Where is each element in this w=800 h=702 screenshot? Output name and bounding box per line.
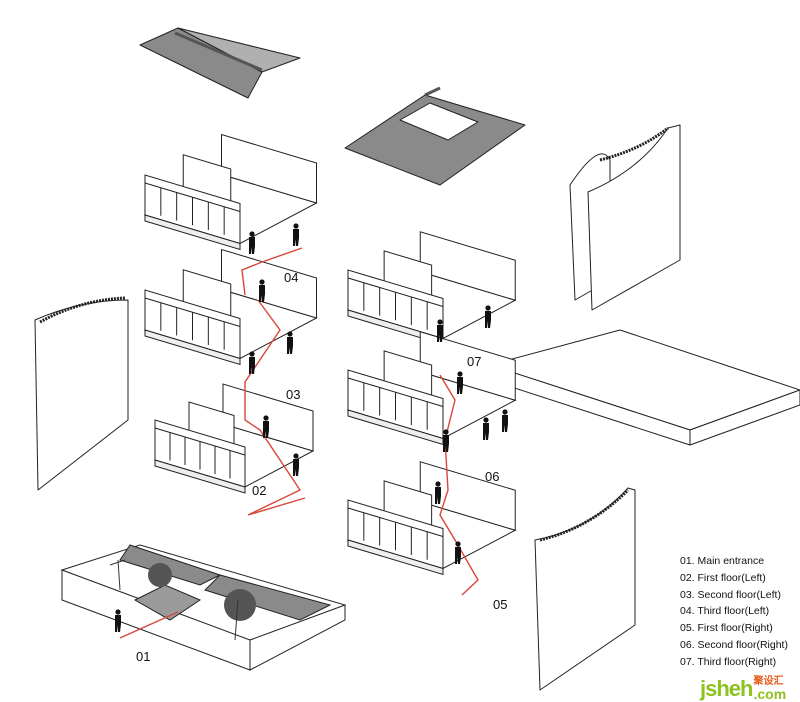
person-silhouette-icon (263, 415, 269, 438)
person-silhouette-icon (485, 305, 491, 328)
entrance-courtyard (60, 544, 347, 671)
floor-06 (346, 331, 517, 446)
label-04: 04 (284, 270, 299, 285)
legend-item: 06. Second floor(Right) (680, 638, 788, 651)
person-silhouette-icon (502, 409, 508, 432)
person-silhouette-icon (455, 541, 461, 564)
floor-slab (489, 329, 800, 446)
curved-wall-top-right (569, 124, 681, 311)
label-01: 01 (136, 649, 151, 664)
legend-item: 03. Second floor(Left) (680, 588, 781, 601)
person-silhouette-icon (457, 371, 463, 394)
legend-item: 04. Third floor(Left) (680, 605, 770, 618)
curved-wall-bottom-right (534, 487, 636, 691)
floor-03 (143, 248, 318, 366)
person-silhouette-icon (287, 331, 293, 354)
legend-item: 07. Third floor(Right) (680, 655, 777, 668)
floor-04 (143, 133, 318, 251)
roof-right-with-skylight (344, 86, 526, 186)
legend-item: 05. First floor(Right) (680, 622, 773, 635)
label-02: 02 (252, 483, 267, 498)
floor-07 (346, 231, 517, 346)
person-silhouette-icon (259, 279, 265, 302)
legend-item: 01. Main entrance (680, 555, 765, 567)
person-silhouette-icon (437, 319, 443, 342)
person-silhouette-icon (293, 223, 299, 246)
person-silhouette-icon (115, 609, 121, 632)
watermark-side: 聚设汇 .com (753, 676, 786, 701)
watermark-logo: jsheh 聚设汇 .com (700, 676, 786, 701)
person-silhouette-icon (435, 481, 441, 504)
legend: 01. Main entrance 02. First floor(Left) … (680, 553, 788, 671)
circulation-path (119, 247, 479, 639)
person-silhouette-icon (443, 429, 449, 452)
watermark-main: jsheh (700, 676, 753, 701)
person-silhouette-icon (249, 231, 255, 254)
floor-05 (346, 461, 517, 576)
person-silhouette-icon (249, 351, 255, 374)
label-07: 07 (467, 354, 482, 369)
person-silhouette-icon (293, 453, 299, 476)
curved-wall-left (34, 296, 129, 491)
person-silhouette-icon (483, 417, 489, 440)
legend-item: 02. First floor(Left) (680, 571, 766, 584)
watermark-cn: 聚设汇 (753, 676, 784, 687)
watermark-suffix: .com (753, 686, 787, 702)
label-05: 05 (493, 597, 508, 612)
label-03: 03 (286, 387, 301, 402)
roof-left (139, 27, 301, 99)
label-06: 06 (485, 469, 500, 484)
